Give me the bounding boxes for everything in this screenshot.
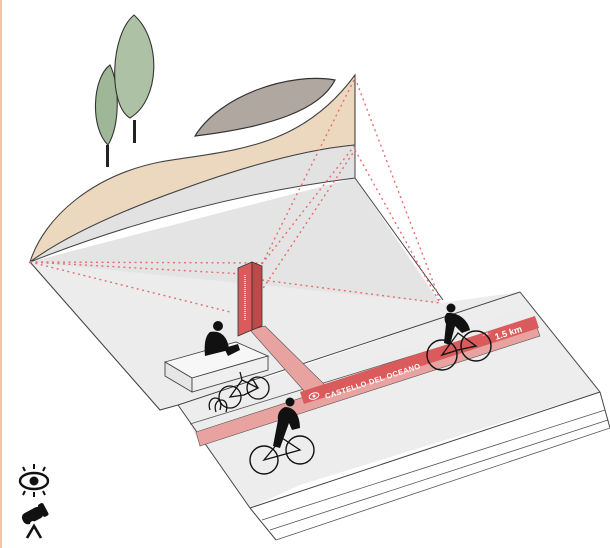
viewpoint-column: [238, 262, 262, 336]
legend-telescope-viewer-icon: [14, 500, 54, 540]
trees: [95, 15, 153, 167]
page-left-edge: [0, 0, 2, 548]
legend-eye-icon: [14, 460, 54, 500]
